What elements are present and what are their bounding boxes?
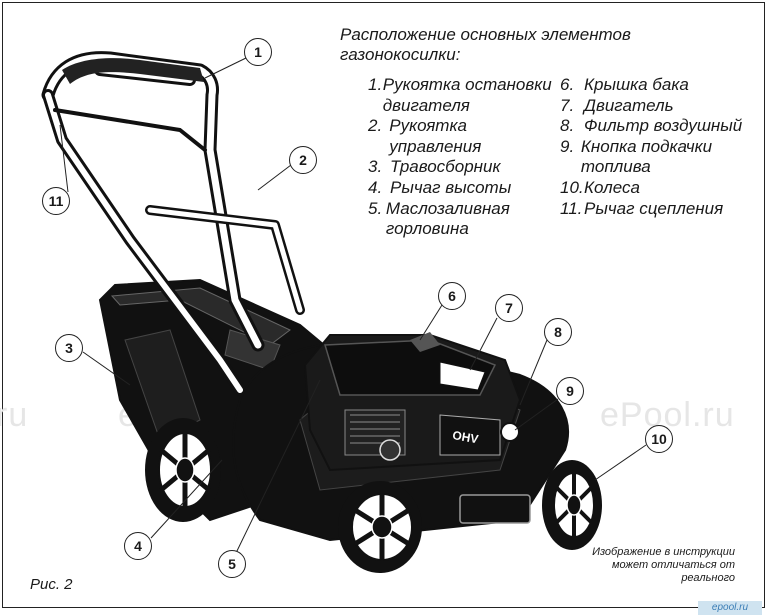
list-item: 4. Рычаг высоты <box>368 178 558 199</box>
callout-6: 6 <box>438 282 466 310</box>
callout-5: 5 <box>218 550 246 578</box>
watermark-left: ru <box>0 396 29 434</box>
parts-list-right: 6. Крышка бака 7. Двигатель 8. Фильтр возду… <box>560 75 760 219</box>
item-label: Рукоятка остановки двигателя <box>382 75 552 115</box>
item-label: Двигатель <box>584 95 674 115</box>
list-item: 10.Колеса <box>560 178 760 199</box>
callout-9: 9 <box>556 377 584 405</box>
item-label: Кнопка подкачки топлива <box>580 136 713 177</box>
item-number: 8. <box>560 116 575 136</box>
item-label: Крышка бака <box>584 75 689 94</box>
item-label: Травосборник <box>390 157 501 177</box>
parts-list-left: 1.Рукоятка остановки двигателя 2.Рукоятк… <box>368 75 558 240</box>
item-number: 3. <box>368 157 383 177</box>
item-number: 6. <box>560 75 575 94</box>
callout-2: 2 <box>289 146 317 174</box>
list-item: 8. Фильтр воздушный <box>560 116 760 137</box>
item-label: Маслозаливная горловина <box>385 198 510 239</box>
item-label: Рычаг сцепления <box>584 198 724 218</box>
callout-10: 10 <box>645 425 673 453</box>
item-number: 9. <box>560 136 575 156</box>
item-number: 10. <box>560 177 584 197</box>
item-number: 7. <box>560 95 575 115</box>
legend-title: Расположение основных элементов газоноко… <box>340 25 631 64</box>
list-item: 11.Рычаг сцепления <box>560 199 760 220</box>
list-item: 7. Двигатель <box>560 96 760 117</box>
figure-caption: Рис. 2 <box>30 576 73 593</box>
list-item: 9.Кнопка подкачки топлива <box>560 137 760 178</box>
site-logo[interactable]: epool.ru <box>698 601 762 615</box>
item-number: 11. <box>560 198 583 218</box>
item-label: Рукоятка управления <box>389 116 482 156</box>
item-number: 1. <box>368 75 383 94</box>
engine-badge: OHV <box>451 428 479 446</box>
callout-7: 7 <box>495 294 523 322</box>
item-label: Рычаг высоты <box>390 177 512 197</box>
callout-3: 3 <box>55 334 83 362</box>
list-item: 6. Крышка бака <box>560 75 760 96</box>
item-label: Колеса <box>584 177 640 197</box>
callout-11: 11 <box>42 187 70 215</box>
list-item: 2. Рукоятка управления <box>368 116 558 157</box>
callout-4: 4 <box>124 532 152 560</box>
disclaimer-note: Изображение в инструкции может отличатьс… <box>592 546 735 584</box>
callout-8: 8 <box>544 318 572 346</box>
item-label: Фильтр воздушный <box>584 116 743 136</box>
callout-1: 1 <box>244 38 272 66</box>
list-item: 1.Рукоятка остановки двигателя <box>368 75 558 116</box>
list-item: 3. Травосборник <box>368 157 558 178</box>
item-number: 4. <box>368 177 383 197</box>
item-number: 5. <box>368 198 383 218</box>
list-item: 5.Маслозаливная горловина <box>368 199 558 240</box>
item-number: 2. <box>368 116 383 136</box>
figure-frame <box>2 2 765 608</box>
